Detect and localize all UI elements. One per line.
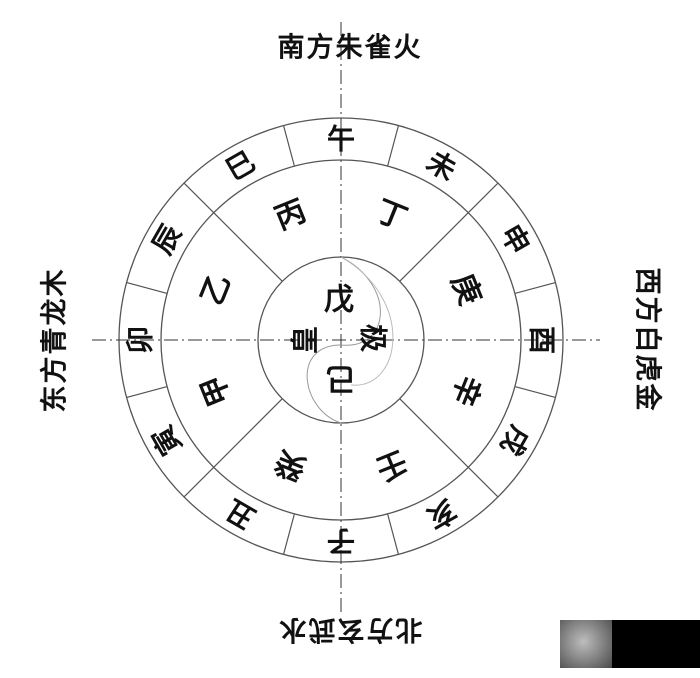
center-circle: 戊己皇 极 [289,283,390,396]
stem-divider [399,398,469,468]
branch-divider [126,281,168,294]
branch-divider [183,182,215,214]
taiji-curve [340,256,394,386]
stem-divider [213,212,283,282]
earthly-branch-7: 子 [327,525,355,558]
wheel-structure [92,22,600,612]
earthly-branch-5: 戌 [494,420,537,461]
center-top-character: 戊 [324,283,354,318]
branch-divider [387,513,400,555]
heavenly-stem-6: 癸 [269,442,312,486]
branch-divider [126,386,168,399]
branch-divider [514,281,556,294]
earthly-branch-12: 巳 [220,145,261,188]
heavenly-stem-3: 庚 [444,269,488,310]
branch-divider [467,182,499,214]
branch-divider [514,386,556,399]
heavenly-stem-1: 丙 [270,193,311,237]
earthly-branch-6: 亥 [421,493,462,536]
branch-divider [282,513,295,555]
corner-black-box [612,620,700,668]
earthly-branch-9: 寅 [146,420,189,461]
direction-east-label: 东方青龙木 [39,267,71,413]
earthly-branch-10: 卯 [124,326,157,354]
corner-thumbnail [560,620,612,668]
heavenly-stem-5: 壬 [371,443,412,487]
heavenly-stem-4: 辛 [444,370,488,411]
earthly-branch-2: 未 [421,145,462,188]
center-right-character: 极 [357,324,390,352]
branch-divider [467,466,499,498]
branch-divider [183,466,215,498]
earthly-branch-11: 辰 [146,219,189,260]
direction-west-label: 西方白虎金 [631,267,663,413]
branch-divider [387,125,400,167]
stem-divider [213,398,283,468]
branch-divider [282,125,295,167]
heavenly-stem-8: 乙 [194,269,238,310]
earthly-branch-1: 午 [327,123,355,156]
direction-north-label: 北方玄武水 [277,613,423,645]
direction-south-label: 南方朱雀火 [277,32,423,64]
earthly-branch-4: 酉 [526,326,559,354]
heavenly-stem-2: 丁 [371,193,412,237]
heavenly-stem-7: 甲 [194,370,238,411]
stem-divider [399,212,469,282]
taiji-curve [306,256,381,424]
earthly-branch-3: 申 [494,219,537,260]
center-left-character: 皇 [289,326,322,354]
earthly-branch-8: 丑 [220,493,261,536]
center-bottom-character: 己 [326,361,356,396]
